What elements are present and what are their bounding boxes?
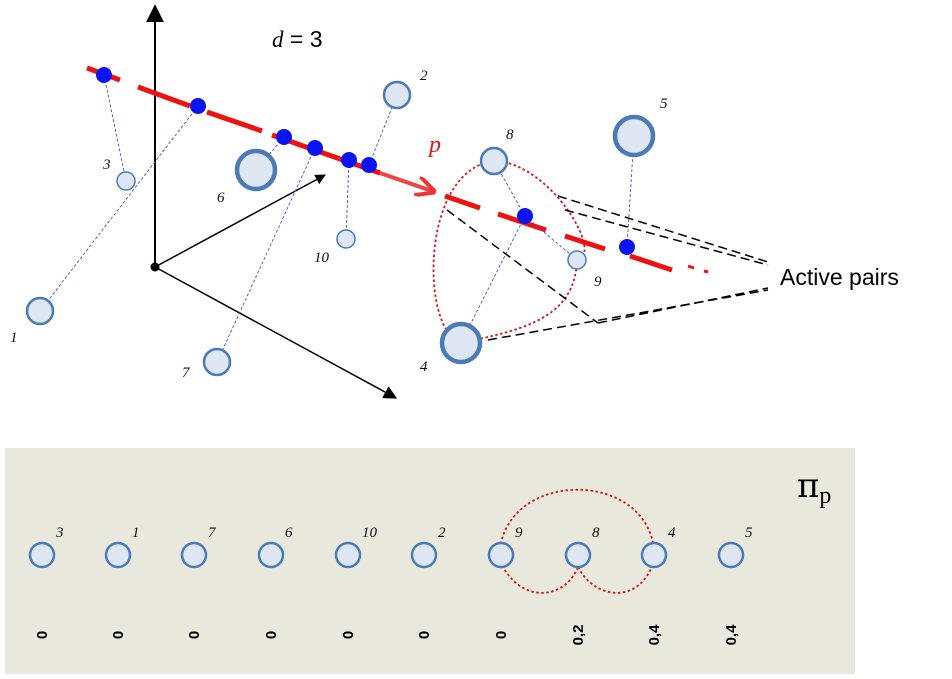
active-pairs-callout bbox=[446, 195, 769, 341]
point-label: 1 bbox=[10, 330, 18, 346]
point-label: 5 bbox=[660, 96, 668, 112]
panel-point-label: 7 bbox=[208, 525, 217, 541]
panel-point-value: 0 bbox=[186, 631, 203, 639]
point-6 bbox=[234, 148, 278, 192]
panel-point-label: 8 bbox=[592, 525, 600, 541]
point-label: 7 bbox=[182, 365, 191, 381]
panel-point bbox=[717, 541, 745, 569]
panel-point-value: 0,2 bbox=[570, 625, 587, 646]
point-labels: 1 2 3 4 5 6 7 8 9 10 bbox=[10, 68, 668, 381]
pi-symbol: π bbox=[797, 466, 819, 506]
point-4 bbox=[439, 321, 483, 365]
point-label: 2 bbox=[420, 68, 428, 84]
panel-point-label: 2 bbox=[438, 525, 446, 541]
projection-dots bbox=[96, 67, 635, 255]
dimension-label: d = 3 bbox=[272, 26, 323, 52]
direction-label: p bbox=[427, 132, 441, 158]
point-7 bbox=[202, 347, 232, 377]
panel-point-value: 0,4 bbox=[646, 624, 663, 646]
point-1 bbox=[25, 296, 55, 326]
panel-point bbox=[104, 541, 132, 569]
projection-dot bbox=[307, 140, 323, 156]
active-pairs-label: Active pairs bbox=[780, 264, 899, 290]
axis-right-up bbox=[154, 174, 326, 268]
panel-point bbox=[487, 541, 515, 569]
projection-dot bbox=[276, 129, 292, 145]
panel-point-label: 5 bbox=[745, 525, 753, 541]
data-points bbox=[25, 80, 656, 377]
point-3 bbox=[116, 171, 136, 191]
panel-point bbox=[28, 541, 56, 569]
panel-point-label: 6 bbox=[285, 525, 293, 541]
panel-point bbox=[334, 541, 362, 569]
projection-connectors bbox=[39, 74, 635, 363]
point-label: 4 bbox=[420, 359, 428, 375]
projection-dot bbox=[190, 98, 206, 114]
panel-point-label: 9 bbox=[515, 525, 523, 541]
point-8 bbox=[479, 146, 509, 176]
panel-point-value: 0 bbox=[263, 631, 280, 639]
dimension-rest: = 3 bbox=[284, 26, 323, 52]
pi-subscript: p bbox=[819, 483, 831, 509]
panel-point-label: 4 bbox=[668, 525, 676, 541]
panel-point-value: 0 bbox=[416, 631, 433, 639]
panel-point-value: 0 bbox=[110, 631, 127, 639]
panel-point-value: 0 bbox=[493, 631, 510, 639]
axis-origin bbox=[150, 262, 160, 272]
panel-point bbox=[640, 541, 668, 569]
coordinate-axes bbox=[146, 4, 398, 399]
panel-point-label: 10 bbox=[362, 525, 378, 541]
panel-point-label: 3 bbox=[55, 525, 64, 541]
point-5 bbox=[612, 114, 656, 158]
dimension-var: d bbox=[272, 27, 284, 52]
point-label: 6 bbox=[217, 190, 225, 206]
panel-point-value: 0,4 bbox=[723, 624, 740, 646]
panel-point-value: 0 bbox=[340, 631, 357, 639]
point-label: 10 bbox=[314, 250, 330, 266]
panel-point bbox=[564, 541, 592, 569]
projection-dot bbox=[361, 157, 377, 173]
point-2 bbox=[382, 80, 412, 110]
point-label: 9 bbox=[594, 274, 602, 290]
panel-point bbox=[410, 541, 438, 569]
axis-right-down bbox=[154, 266, 398, 399]
projection-dot bbox=[619, 239, 635, 255]
panel-active-pair-arcs bbox=[499, 488, 655, 594]
projection-dot bbox=[341, 152, 357, 168]
direction-arrow bbox=[379, 171, 432, 191]
panel-point-value: 0 bbox=[34, 631, 51, 639]
pi-label: πp bbox=[797, 466, 831, 509]
point-9 bbox=[567, 250, 587, 270]
panel-point bbox=[180, 541, 208, 569]
projection-dot bbox=[96, 67, 112, 83]
point-10 bbox=[336, 229, 356, 249]
projection-dot bbox=[517, 208, 533, 224]
point-label: 8 bbox=[506, 127, 514, 143]
point-label: 3 bbox=[102, 157, 111, 173]
panel-point bbox=[257, 541, 285, 569]
panel-point-label: 1 bbox=[132, 525, 140, 541]
